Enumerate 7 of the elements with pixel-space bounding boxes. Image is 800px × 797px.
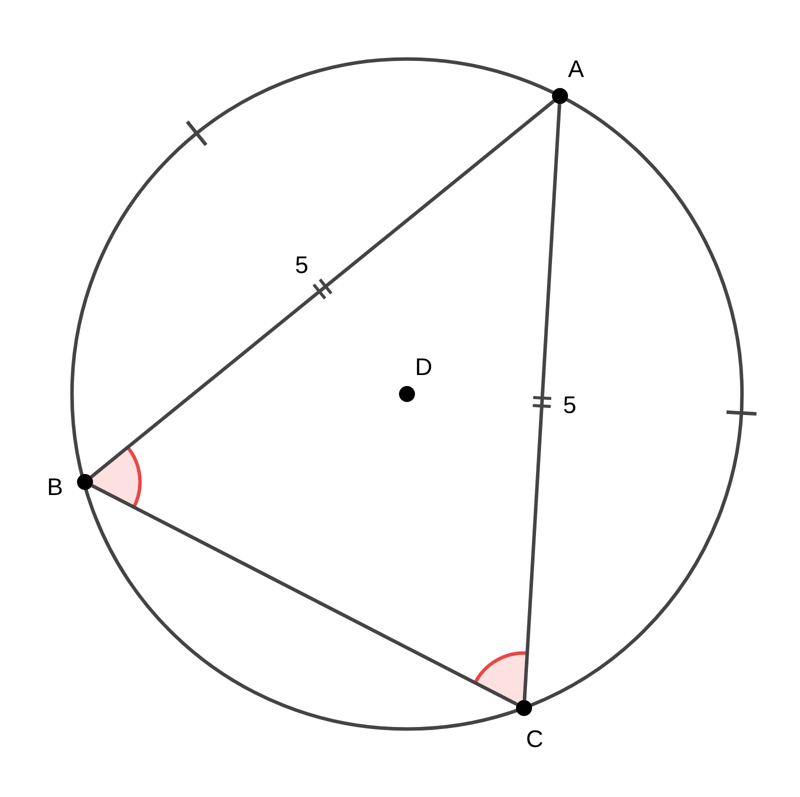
point-label: A (568, 58, 584, 82)
line-segment (90, 100, 555, 478)
point-label: C (526, 728, 544, 752)
point-label: D (415, 356, 432, 380)
point-label: B (47, 476, 64, 500)
line-segment (91, 484, 518, 706)
line-segment (522, 104, 562, 700)
